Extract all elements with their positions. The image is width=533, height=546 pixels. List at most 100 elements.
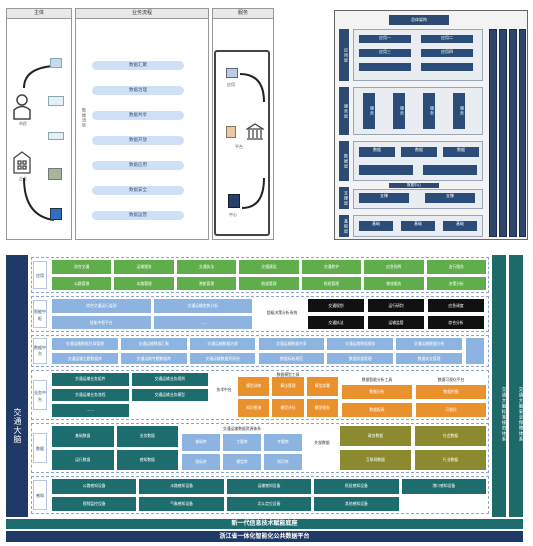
service-header: 服务 — [213, 9, 273, 19]
hub-black-cell: 交通执法 — [308, 316, 364, 329]
olive-grid: 政务数据社会数据互联网数据行业数据 — [340, 426, 486, 470]
olive-cell: 互联网数据 — [340, 450, 411, 470]
arch-box-12: 支撑 — [359, 193, 409, 203]
data-resource-cell: 模型库 — [223, 453, 261, 470]
hub-cell: 智能中枢平台 — [52, 315, 151, 329]
arch-side-1: 应用层 — [339, 29, 349, 81]
data-cell: 业务数据 — [116, 426, 178, 447]
datamid-cell: 交通运输数据共享 — [258, 338, 325, 350]
subject-column: 主体 — [6, 8, 72, 240]
hub-right-title: 超级决策分析系统 — [266, 310, 298, 315]
orange-cell: 模型部署 — [306, 377, 338, 396]
row-datamid-label: 数据中台 — [33, 338, 47, 364]
row-biz-label: 业务中台 — [33, 380, 47, 410]
block-title-2: 数据可视化平台 — [437, 377, 465, 382]
arch-box-4c — [421, 63, 473, 71]
left-title: 交通大脑 — [6, 255, 28, 517]
app-cell: 枢纽管理 — [301, 276, 362, 290]
arch-col-1 — [489, 29, 497, 237]
arch-box-1: 应用一 — [359, 35, 411, 43]
orange-cell: 模型评估 — [272, 398, 304, 417]
datamid-side — [466, 338, 484, 364]
hub-cell: …… — [153, 315, 252, 329]
item-icon-1 — [50, 58, 62, 68]
process-header: 业务流程 — [76, 9, 208, 19]
data-resource-cell: 指标库 — [182, 453, 220, 470]
olive-cell: 行业数据 — [415, 450, 486, 470]
biz-grid: 交通运输业务组件交通运输业务规则交通运输业务流程交通运输业务模型…… — [52, 373, 208, 417]
sense-grid: 公路感知设备水路感知设备运输感知设备枢纽感知设备港口感知设备视频监控设备气象感知… — [52, 479, 486, 511]
service-column: 服务 — [212, 8, 274, 240]
app-cell: 公路管理 — [52, 276, 112, 290]
hub-black-cell: 运行研判 — [368, 299, 424, 312]
biz-middle-title: 技术中台 — [216, 387, 232, 392]
orange-title: 数据模型工具 — [276, 372, 300, 377]
service-label-3: 中心 — [229, 212, 237, 217]
arch-box-5: 服务 — [363, 93, 375, 129]
app-cell: 交通执法 — [176, 260, 237, 274]
hub-cell: 综合交通运行监测 — [52, 299, 151, 313]
data-cell: 感知数据 — [116, 449, 178, 470]
apps-grid: 综合交通运输服务交通执法交通建设交通养护应急指挥出行服务公路管理水路管理港航管理… — [52, 260, 486, 290]
row-hub-label: 智能中枢 — [33, 300, 47, 328]
app-cell: 运输服务 — [114, 260, 174, 274]
step-pill-5: 数据应用 — [92, 161, 184, 170]
arch-box-16: 基础 — [443, 221, 477, 231]
service-frame — [214, 50, 270, 236]
sense-cell: 枢纽感知设备 — [314, 479, 399, 494]
data-resource-cell: 知识库 — [264, 453, 302, 470]
arch-box-2: 应用二 — [421, 35, 473, 43]
person-icon — [13, 94, 31, 120]
hub-black-cell: 综合分析 — [428, 316, 484, 329]
datamid-cell: 交通运输专题数据库 — [120, 352, 187, 364]
datamid-cell: 交通运输数据治理 — [189, 338, 256, 350]
step-pill-7: 数据运营 — [92, 211, 184, 220]
right-title-1: 交通大脑标准规范体系 — [492, 255, 506, 517]
arch-title: 总体架构 — [389, 15, 449, 25]
biz-cell: …… — [52, 404, 129, 417]
arch-box-8: 服务 — [453, 93, 465, 129]
row-sense-label: 感知 — [33, 480, 47, 510]
datamid-cell: 数据安全管理 — [396, 352, 462, 364]
block-grid: 数据分析数据挖掘数据报表可视化 — [342, 385, 486, 417]
data-cell: 基础数据 — [52, 426, 114, 447]
block-cell: 可视化 — [416, 403, 486, 417]
architecture-diagram: 总体架构 应用层 服务层 数据层 支撑层 基础层 应用一 应用二 应用三 应用四… — [334, 10, 528, 240]
sense-cell: 运输感知设备 — [226, 479, 312, 494]
process-column: 业务流程 — [75, 8, 209, 240]
sense-cell: 水路感知设备 — [139, 479, 224, 494]
app-cell: 物流服务 — [364, 276, 424, 290]
hub-black-grid: 交通规划运行研判应急调度交通执法运输监管综合分析 — [308, 299, 484, 329]
bank-icon — [246, 123, 264, 140]
traffic-brain-diagram: 交通大脑 交通大脑标准规范体系 交通大脑安全保障体系 应用 综合交通运输服务交通… — [6, 255, 527, 543]
data-cell: 运行数据 — [52, 449, 114, 470]
arch-box-15: 基础 — [401, 221, 435, 231]
step-pill-4: 数据开放 — [92, 136, 184, 145]
olive-cell: 政务数据 — [340, 426, 411, 446]
subject-header: 主体 — [7, 9, 71, 19]
arch-box-11b — [359, 165, 413, 175]
app-cell: 水路管理 — [114, 276, 174, 290]
service-arrows — [239, 73, 265, 209]
item-icon-4 — [48, 168, 62, 180]
item-icon-3 — [48, 132, 64, 140]
hub-grid: 综合交通运行监测交通运输态势分析智能中枢平台…… — [52, 299, 252, 329]
hub-cell: 交通运输态势分析 — [153, 299, 252, 313]
right-title-2: 交通大脑安全保障体系 — [509, 255, 523, 517]
sense-cell: 公路感知设备 — [52, 479, 137, 494]
row-apps-label: 应用 — [33, 261, 47, 289]
item-icon-2 — [48, 96, 64, 106]
app-cell: 出行服务 — [426, 260, 486, 274]
sense-cell: 港口感知设备 — [401, 479, 486, 494]
arch-box-3: 应用三 — [359, 49, 411, 57]
arch-box-11c — [423, 165, 477, 175]
app-cell: 决策分析 — [426, 276, 486, 290]
service-icon-3 — [226, 126, 236, 138]
biz-cell: 交通运输业务流程 — [52, 388, 129, 402]
row-data-label: 数据 — [33, 433, 47, 463]
app-cell: 港航管理 — [176, 276, 237, 290]
arch-box-4b — [359, 63, 411, 71]
datamid-cell: 交通运输数据目录管理 — [52, 338, 118, 350]
building-icon — [13, 151, 31, 174]
data-resource-grid: 基础库主题库专题库指标库模型库知识库 — [182, 434, 302, 470]
